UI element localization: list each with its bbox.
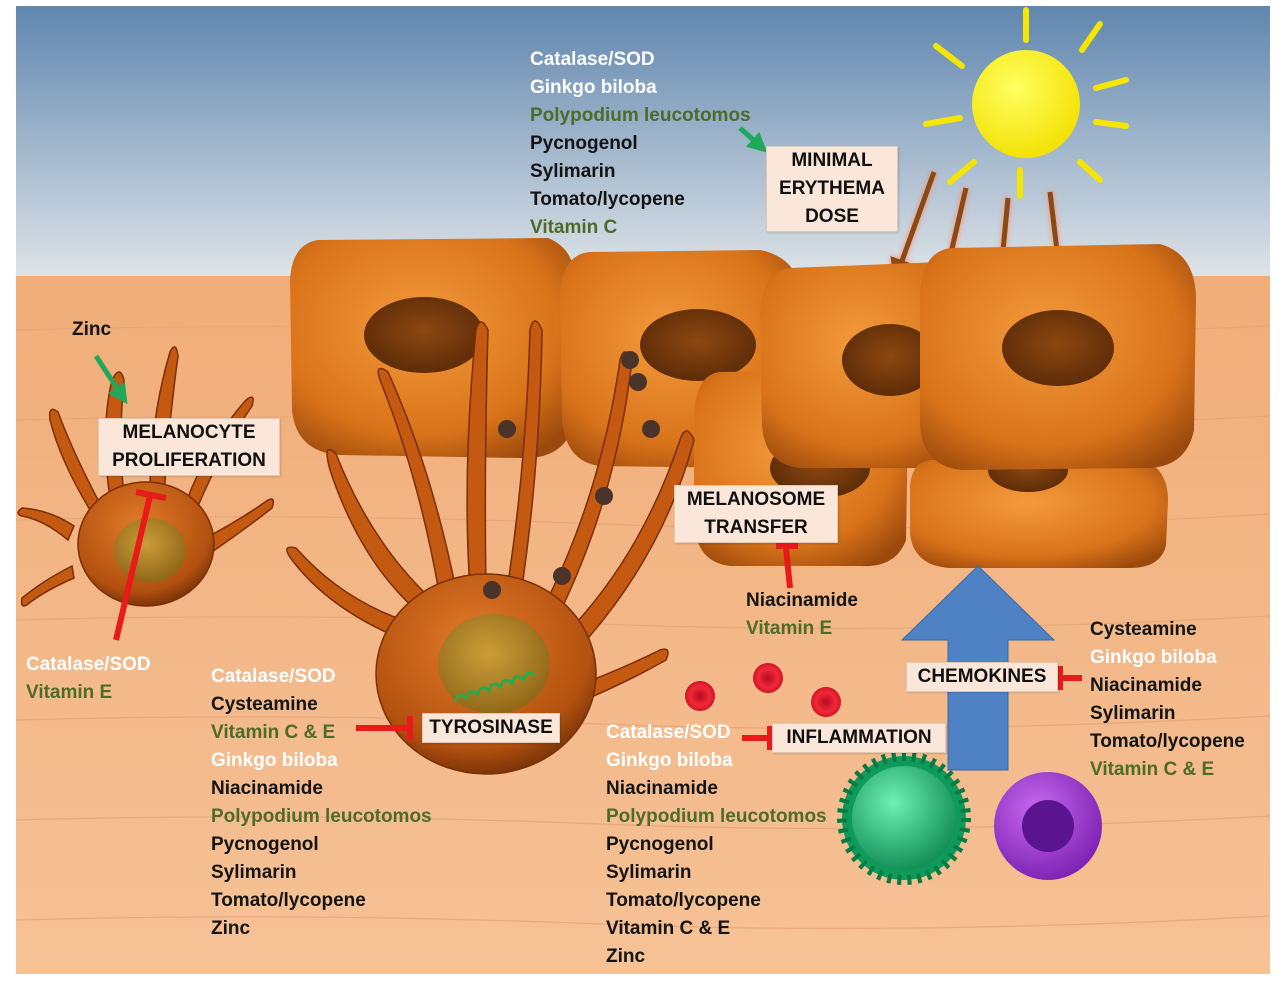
red-blood-cells — [685, 663, 841, 717]
list-item: Ginkgo biloba — [1090, 647, 1217, 668]
proliferation-inhibitor-list: Catalase/SOD Vitamin E — [26, 651, 151, 707]
dna-helix-icon — [453, 671, 536, 703]
inhibit-lines — [113, 489, 1082, 750]
list-item: Catalase/SOD — [211, 666, 336, 687]
list-item: Niacinamide — [211, 778, 323, 799]
list-item: Zinc — [72, 319, 112, 340]
keratinocyte-cells — [290, 238, 1196, 568]
zinc-label: Zinc — [72, 316, 111, 344]
green-immune-cell — [837, 751, 971, 885]
list-item: Polypodium leucotomos — [211, 806, 432, 827]
list-item: Pycnogenol — [606, 834, 714, 855]
list-item: Pycnogenol — [211, 834, 319, 855]
list-item: Vitamin C — [530, 217, 618, 238]
list-item: Catalase/SOD — [606, 722, 731, 743]
list-item: Sylimarin — [1090, 703, 1176, 724]
list-item: Ginkgo biloba — [606, 750, 733, 771]
list-item: Vitamin E — [26, 682, 113, 703]
list-item: Polypodium leucotomos — [530, 105, 751, 126]
list-item: Zinc — [211, 918, 251, 939]
purple-immune-cell — [994, 772, 1102, 880]
list-item: Cysteamine — [1090, 619, 1197, 640]
list-item: Niacinamide — [746, 590, 858, 611]
chemokines-box: CHEMOKINES — [906, 662, 1058, 692]
list-item: Vitamin C & E — [1090, 759, 1215, 780]
melanosome-transfer-box: MELANOSOME TRANSFER — [674, 485, 838, 543]
list-item: Niacinamide — [606, 778, 718, 799]
list-item: Vitamin C & E — [211, 722, 336, 743]
melanosome-dots — [483, 351, 660, 599]
melanocyte-proliferation-box: MELANOCYTE PROLIFERATION — [98, 418, 280, 476]
list-item: Catalase/SOD — [530, 49, 655, 70]
list-item: Ginkgo biloba — [530, 77, 657, 98]
list-item: Tomato/lycopene — [1090, 731, 1245, 752]
sun-icon — [923, 7, 1129, 199]
list-item: Catalase/SOD — [26, 654, 151, 675]
list-item: Polypodium leucotomos — [606, 806, 827, 827]
list-item: Tomato/lycopene — [211, 890, 366, 911]
list-item: Tomato/lycopene — [606, 890, 761, 911]
list-item: Sylimarin — [211, 862, 297, 883]
list-item: Cysteamine — [211, 694, 318, 715]
minimal-erythema-dose-box: MINIMAL ERYTHEMA DOSE — [766, 146, 898, 232]
list-item: Tomato/lycopene — [530, 189, 685, 210]
list-item: Vitamin C & E — [606, 918, 731, 939]
list-item: Niacinamide — [1090, 675, 1202, 696]
list-item: Ginkgo biloba — [211, 750, 338, 771]
promote-arrows — [93, 126, 768, 405]
tyrosinase-box: TYROSINASE — [422, 713, 560, 743]
list-item: Sylimarin — [606, 862, 692, 883]
list-item: Vitamin E — [746, 618, 833, 639]
list-item: Sylimarin — [530, 161, 616, 182]
list-item: Zinc — [606, 946, 646, 967]
list-item: Pycnogenol — [530, 133, 638, 154]
inflammation-box: INFLAMMATION — [772, 723, 946, 753]
